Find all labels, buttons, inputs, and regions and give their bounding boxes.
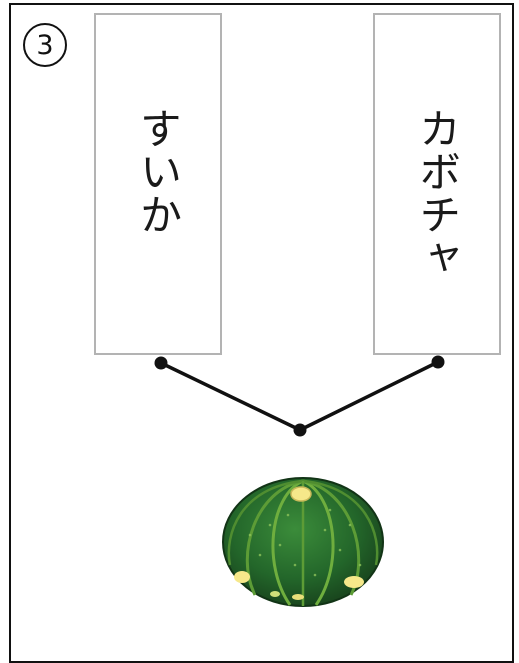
choice-label-right: カボチャ [412,107,462,279]
pumpkin-icon [222,477,384,607]
pumpkin-picture [200,445,410,625]
choice-card-left[interactable]: すいか [94,13,222,355]
choice-label-left: すいか [133,107,183,236]
question-number-badge: 3 [23,23,67,67]
choice-card-right[interactable]: カボチャ [373,13,501,355]
question-number: 3 [36,29,54,61]
